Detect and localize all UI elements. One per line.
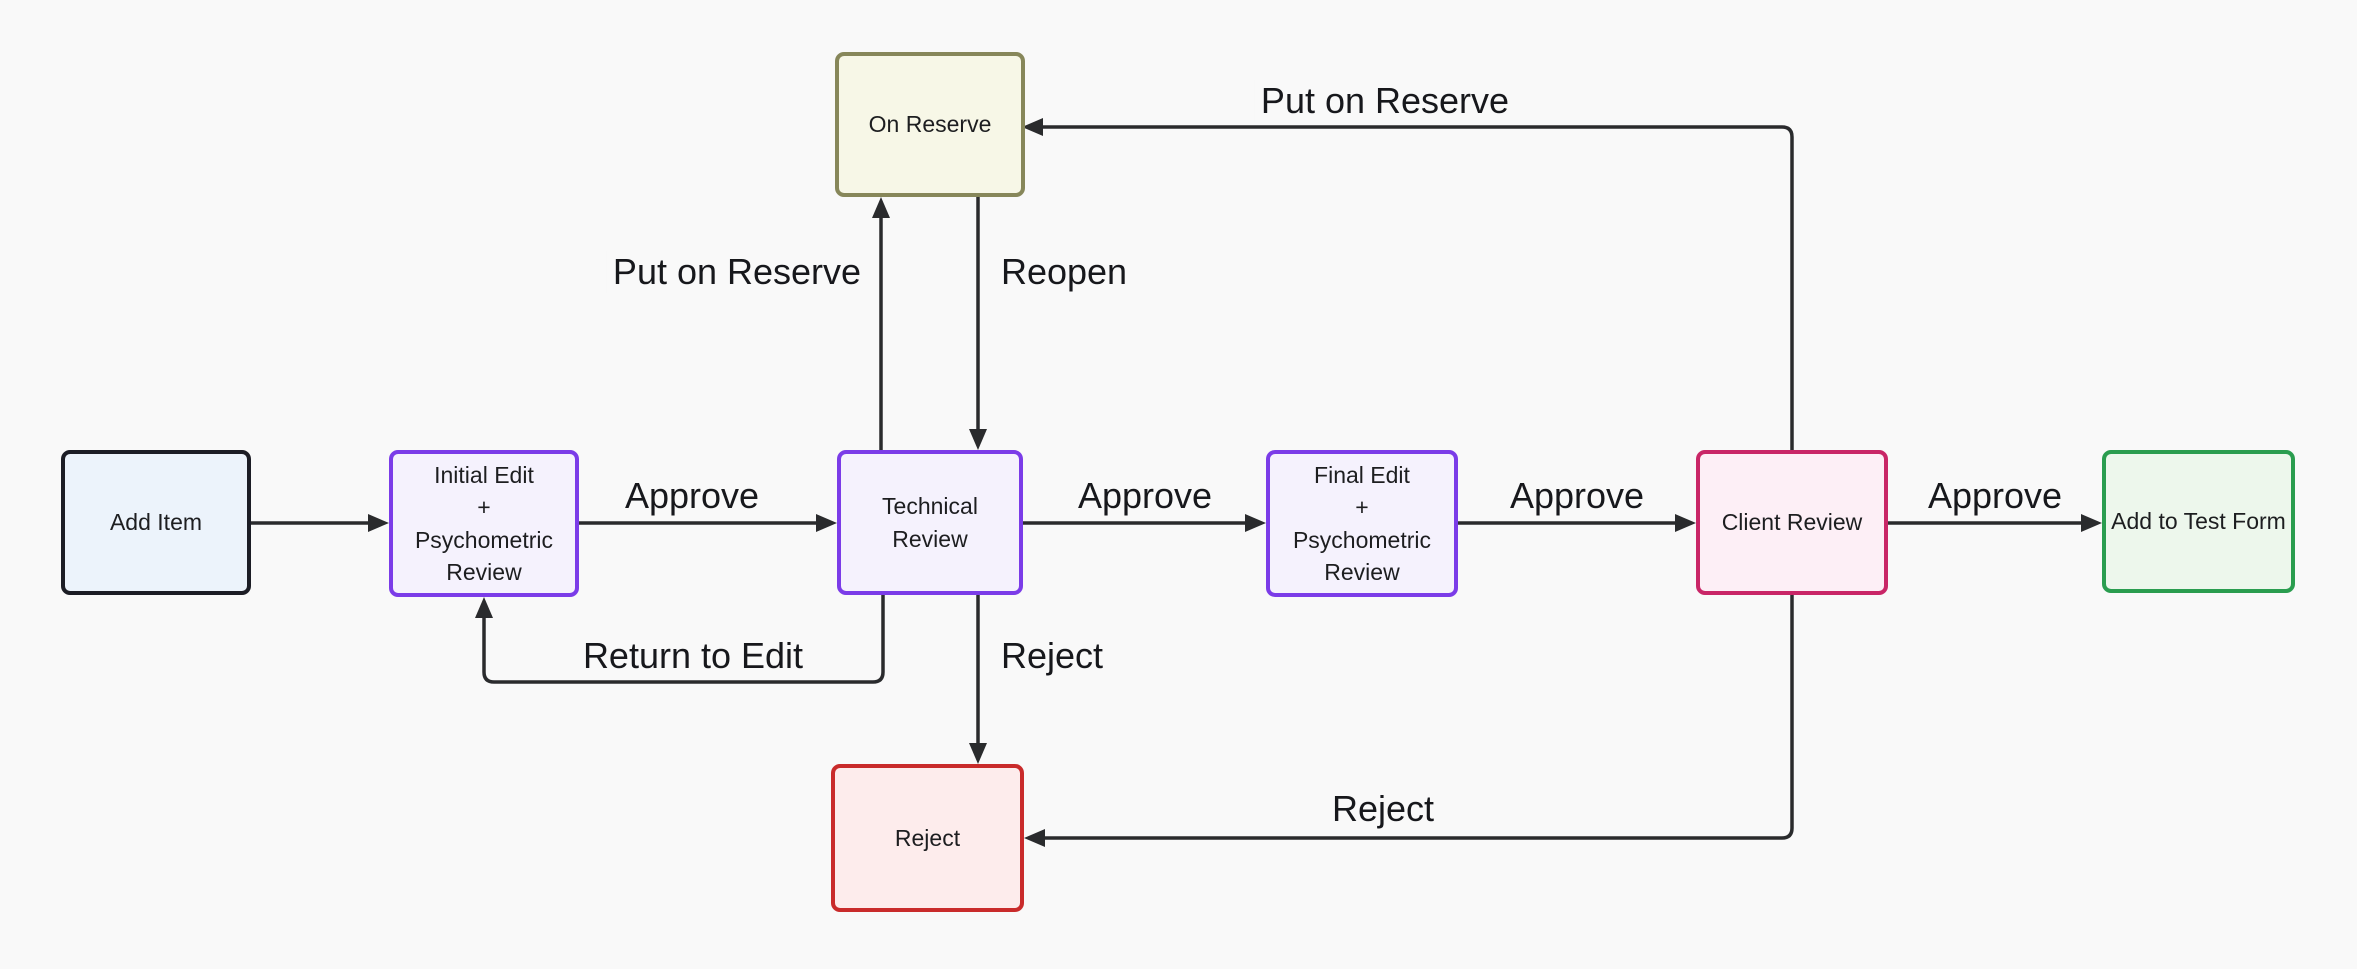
node-reject-label: Reject bbox=[894, 824, 961, 851]
edge-label-reject-bottom: Reject bbox=[1325, 788, 1441, 830]
edge-label-approve-2: Approve bbox=[1071, 475, 1219, 517]
edge-technical-to-initialedit-arrowhead bbox=[475, 597, 493, 618]
node-final-edit-label: Final Edit + Psychometric Review bbox=[1292, 462, 1432, 585]
node-add-to-test-form: Add to Test Form bbox=[2102, 450, 2295, 593]
node-on-reserve-label: On Reserve bbox=[868, 111, 992, 138]
edge-additem-to-initialedit-arrowhead bbox=[368, 514, 389, 532]
node-final-edit-psychometric-review: Final Edit + Psychometric Review bbox=[1266, 450, 1458, 597]
edge-label-return-to-edit: Return to Edit bbox=[576, 635, 810, 677]
node-initial-edit-label: Initial Edit + Psychometric Review bbox=[414, 462, 554, 585]
node-client-review-label: Client Review bbox=[1721, 509, 1863, 536]
edge-onreserve-to-technical-arrowhead bbox=[969, 429, 987, 450]
edge-technical-to-initialedit-line bbox=[482, 595, 885, 684]
edge-label-reject-down: Reject bbox=[994, 635, 1110, 677]
edge-label-approve-1: Approve bbox=[618, 475, 766, 517]
edge-client-to-onreserve-line bbox=[1041, 125, 1794, 450]
edge-finaledit-to-client-arrowhead bbox=[1675, 514, 1696, 532]
edge-client-to-addtestform-arrowhead bbox=[2081, 514, 2102, 532]
edge-initialedit-to-technical-arrowhead bbox=[816, 514, 837, 532]
edge-technical-to-reject-arrowhead bbox=[969, 743, 987, 764]
node-on-reserve: On Reserve bbox=[835, 52, 1025, 197]
edge-label-reopen: Reopen bbox=[994, 251, 1134, 293]
node-reject: Reject bbox=[831, 764, 1024, 912]
edge-client-to-reject-arrowhead bbox=[1024, 829, 1045, 847]
node-client-review: Client Review bbox=[1696, 450, 1888, 595]
node-add-to-test-form-label: Add to Test Form bbox=[2111, 508, 2286, 535]
edge-label-approve-4: Approve bbox=[1921, 475, 2069, 517]
edge-client-to-onreserve-arrowhead bbox=[1022, 118, 1043, 136]
node-technical-review-label: Technical Review bbox=[882, 493, 978, 552]
node-technical-review: Technical Review bbox=[837, 450, 1023, 595]
node-add-item-label: Add Item bbox=[109, 509, 203, 536]
edge-label-put-on-reserve-left: Put on Reserve bbox=[606, 251, 868, 293]
edge-label-put-on-reserve-top: Put on Reserve bbox=[1254, 80, 1516, 122]
node-add-item: Add Item bbox=[61, 450, 251, 595]
edge-label-approve-3: Approve bbox=[1503, 475, 1651, 517]
edge-client-to-reject-line bbox=[1043, 595, 1794, 840]
node-initial-edit-psychometric-review: Initial Edit + Psychometric Review bbox=[389, 450, 579, 597]
edge-technical-to-finaledit-arrowhead bbox=[1245, 514, 1266, 532]
edge-technical-to-onreserve-arrowhead bbox=[872, 197, 890, 218]
